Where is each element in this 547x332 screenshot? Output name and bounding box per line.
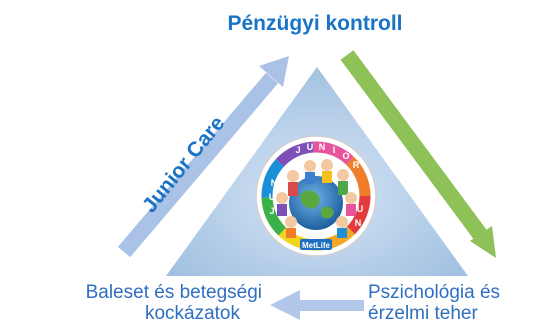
bottom-arrow bbox=[270, 290, 364, 320]
svg-text:O: O bbox=[342, 151, 349, 161]
bottom-left-label-line-2: kockázatok bbox=[144, 302, 240, 324]
svg-text:U: U bbox=[269, 192, 276, 202]
top-label-financial-control: Pénzügyi kontroll bbox=[227, 12, 403, 35]
badge-ring-letters: J U N I O R J U N U N bbox=[269, 142, 364, 228]
svg-text:I: I bbox=[333, 145, 336, 155]
side-label-junior-care: Junior Care bbox=[138, 112, 229, 217]
svg-text:R: R bbox=[353, 160, 360, 170]
badge-logo-text: MetLife bbox=[302, 241, 331, 250]
svg-text:N: N bbox=[355, 218, 362, 228]
right-arrow bbox=[340, 50, 496, 258]
svg-text:J: J bbox=[269, 206, 274, 216]
bottom-right-label-psychology: Pszichológia és érzelmi teher bbox=[368, 282, 546, 325]
bottom-left-label-line-1: Baleset és betegségi bbox=[85, 282, 262, 303]
bottom-right-label-line-1: Pszichológia és bbox=[368, 282, 501, 303]
junior-badge: J U N I O R J U N U N MetLife bbox=[255, 135, 377, 257]
left-arrow bbox=[117, 56, 289, 258]
svg-text:U: U bbox=[357, 204, 364, 214]
children-figures-icon bbox=[276, 159, 357, 238]
svg-text:U: U bbox=[307, 142, 314, 152]
svg-text:N: N bbox=[271, 178, 278, 188]
bottom-right-label-line-2: érzelmi teher bbox=[368, 302, 478, 324]
bottom-left-label-risks: Baleset és betegségi kockázatok bbox=[0, 282, 262, 325]
svg-text:N: N bbox=[319, 142, 326, 152]
svg-text:J: J bbox=[295, 145, 300, 155]
